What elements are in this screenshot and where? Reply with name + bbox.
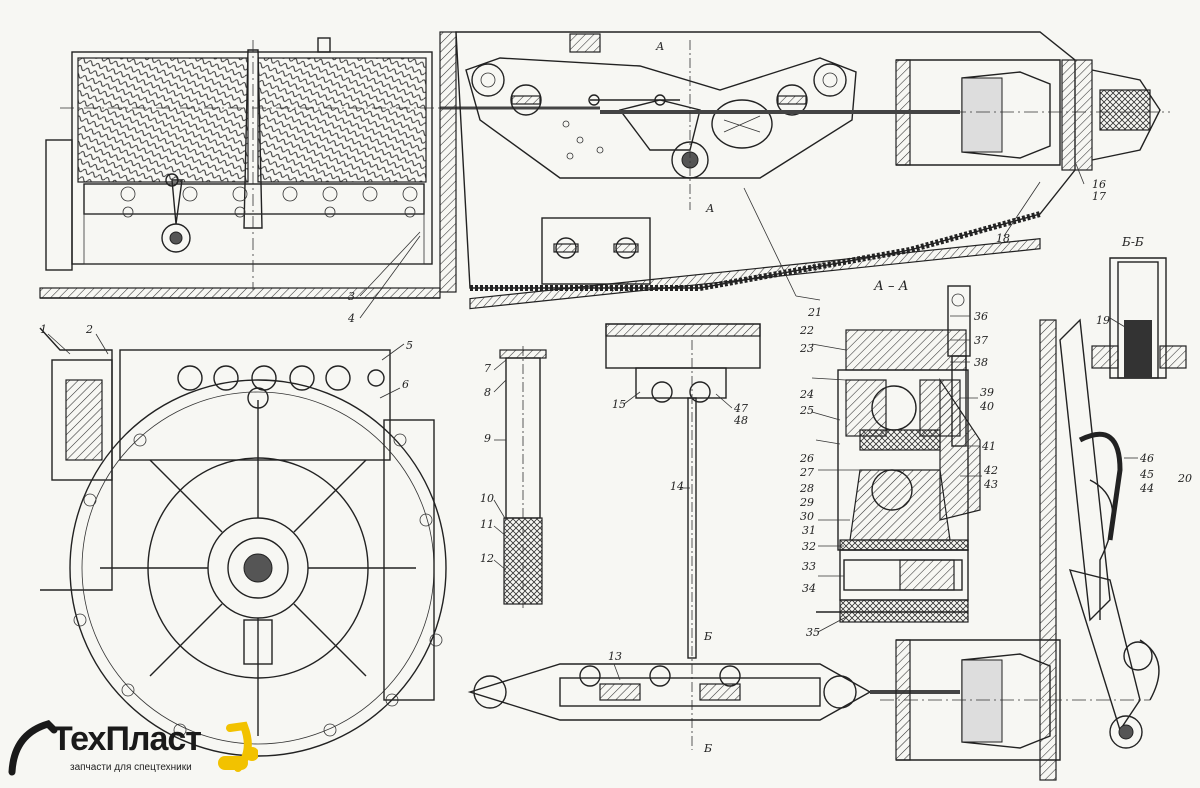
- section-mark-a-top: А: [655, 40, 664, 53]
- frame-side-view: [439, 31, 1170, 310]
- callout-37: 37: [974, 334, 988, 347]
- winch-front-view: [39, 327, 447, 757]
- callout-32: 32: [802, 540, 816, 553]
- callout-42: 42: [983, 464, 998, 477]
- logo-tagline: запчасти для спецтехники: [70, 762, 192, 773]
- callout-33: 33: [802, 560, 816, 573]
- right-side-assembly: [880, 318, 1160, 781]
- callout-20: 20: [1177, 472, 1192, 485]
- callout-29: 29: [799, 496, 814, 509]
- callout-31: 31: [802, 524, 816, 537]
- section-markers: А А Б Б: [655, 40, 714, 755]
- callout-25: 25: [799, 404, 814, 417]
- callout-35: 35: [806, 626, 820, 639]
- section-aa: [816, 285, 981, 623]
- callout-18: 18: [996, 232, 1010, 245]
- callout-43: 43: [983, 478, 998, 491]
- callout-26: 26: [799, 452, 814, 465]
- callout-23: 23: [799, 342, 814, 355]
- callout-9: 9: [484, 432, 491, 445]
- callout-11: 11: [480, 518, 494, 531]
- callout-labels: 3 4 1 2 5 6 7 8 9 10 11 12 13 14 15 16 1…: [40, 178, 1192, 663]
- callout-46: 46: [1139, 452, 1154, 465]
- callout-5: 5: [406, 339, 413, 352]
- callout-22: 22: [799, 324, 814, 337]
- callout-48: 48: [733, 414, 748, 427]
- callout-30: 30: [800, 510, 814, 523]
- callout-27: 27: [799, 466, 814, 479]
- pin-detail: [499, 346, 547, 610]
- callout-38: 38: [974, 356, 988, 369]
- section-title-aa: А – А: [873, 279, 908, 294]
- callout-44: 44: [1139, 482, 1154, 495]
- callout-17: 17: [1092, 190, 1106, 203]
- callout-1: 1: [40, 323, 47, 336]
- logo-name: ТехПласт: [52, 720, 202, 758]
- logo-excavator-icon: [8, 720, 258, 776]
- callout-2: 2: [85, 323, 93, 336]
- callout-39: 39: [980, 386, 994, 399]
- section-mark-b-bottom: Б: [703, 742, 712, 755]
- section-mark-a-bottom: А: [705, 202, 714, 215]
- callout-3: 3: [348, 290, 355, 303]
- callout-6: 6: [402, 378, 409, 391]
- callout-40: 40: [979, 400, 994, 413]
- callout-34: 34: [802, 582, 816, 595]
- section-mark-b-top: Б: [703, 630, 712, 643]
- section-title-bb: Б-Б: [1121, 235, 1144, 249]
- callout-47: 47: [733, 402, 748, 415]
- callout-10: 10: [480, 492, 494, 505]
- brand-logo: ТехПласт запчасти для спецтехники: [8, 716, 258, 782]
- leader-lines: [47, 163, 1138, 681]
- callout-14: 14: [670, 480, 684, 493]
- callout-45: 45: [1139, 468, 1154, 481]
- callout-41: 41: [981, 440, 996, 453]
- winch-plan-view: [39, 37, 600, 299]
- callout-12: 12: [480, 552, 494, 565]
- callout-8: 8: [484, 386, 491, 399]
- callout-13: 13: [608, 650, 622, 663]
- callout-36: 36: [974, 310, 988, 323]
- callout-7: 7: [484, 362, 491, 375]
- callout-21: 21: [807, 306, 822, 319]
- callout-28: 28: [799, 482, 814, 495]
- callout-16: 16: [1092, 178, 1106, 191]
- callout-4: 4: [347, 312, 355, 325]
- callout-24: 24: [799, 388, 814, 401]
- section-bb: [1091, 257, 1187, 379]
- rod-assembly: [467, 323, 960, 750]
- callout-15: 15: [612, 398, 626, 411]
- callout-19: 19: [1096, 314, 1110, 327]
